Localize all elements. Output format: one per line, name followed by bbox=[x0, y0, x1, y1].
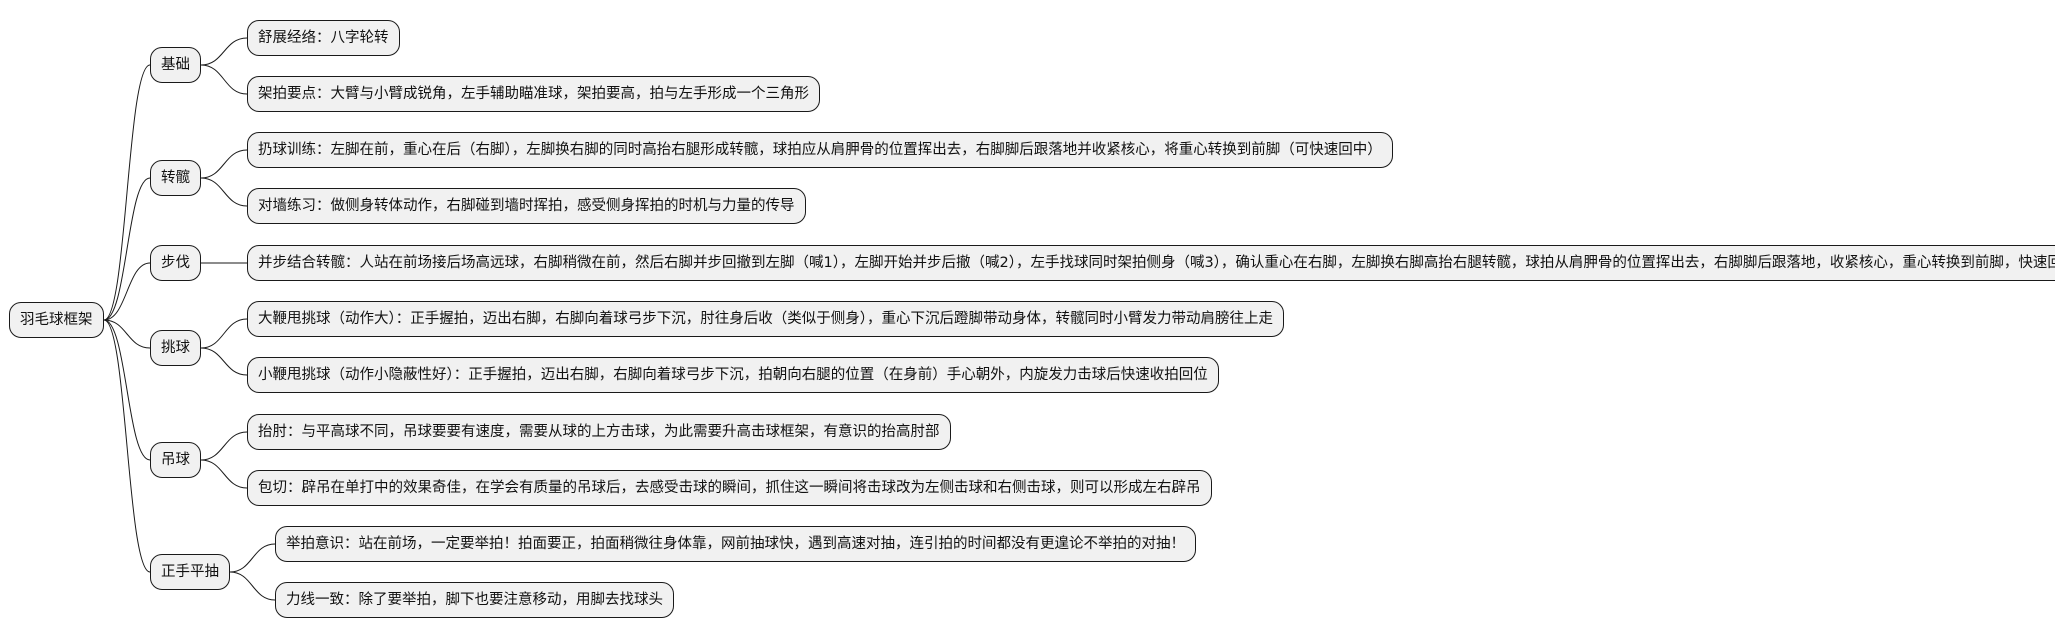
leaf-node: 抬肘：与平高球不同，吊球要要有速度，需要从球的上方击球，为此需要升高击球框架，有… bbox=[247, 414, 951, 450]
root-connector bbox=[103, 64, 151, 321]
branch-node-footwork: 步伐 bbox=[150, 245, 201, 281]
leaf-node: 舒展经络：八字轮转 bbox=[247, 20, 400, 56]
leaf-node: 大鞭甩挑球（动作大）：正手握拍，迈出右脚，右脚向着球弓步下沉，肘往身后收（类似于… bbox=[247, 301, 1284, 337]
branch-node-forehand-drive: 正手平抽 bbox=[150, 554, 230, 590]
leaf-node: 架拍要点：大臂与小臂成锐角，左手辅助瞄准球，架拍要高，拍与左手形成一个三角形 bbox=[247, 76, 820, 112]
branch-node-basics: 基础 bbox=[150, 47, 201, 83]
leaf-node: 小鞭甩挑球（动作小隐蔽性好）：正手握拍，迈出右脚，右脚向着球弓步下沉，拍朝向右腿… bbox=[247, 357, 1219, 393]
branch-connector bbox=[200, 347, 248, 376]
branch-connector bbox=[200, 459, 248, 489]
leaf-node: 并步结合转髋：人站在前场接后场高远球，右脚稍微在前，然后右脚并步回撤到左脚（喊1… bbox=[247, 245, 2055, 281]
branch-connector bbox=[229, 543, 276, 573]
leaf-node: 对墙练习：做侧身转体动作，右脚碰到墙时挥拍，感受侧身挥拍的时机与力量的传导 bbox=[247, 188, 806, 224]
root-node: 羽毛球框架 bbox=[9, 302, 104, 338]
root-connector bbox=[103, 177, 151, 321]
root-connector bbox=[103, 319, 151, 461]
root-connector bbox=[103, 319, 151, 349]
leaf-node: 力线一致：除了要举拍，脚下也要注意移动，用脚去找球头 bbox=[275, 582, 674, 618]
branch-connector bbox=[200, 318, 248, 349]
branch-connector bbox=[200, 64, 248, 95]
branch-connector bbox=[200, 149, 248, 179]
branch-connector bbox=[200, 177, 248, 207]
leaf-node: 扔球训练：左脚在前，重心在后（右脚），左脚换右脚的同时高抬右腿形成转髋，球拍应从… bbox=[247, 132, 1393, 168]
branch-connector bbox=[200, 431, 248, 461]
leaf-node: 包切：辟吊在单打中的效果奇佳，在学会有质量的吊球后，去感受击球的瞬间，抓住这一瞬… bbox=[247, 470, 1212, 506]
branch-connector bbox=[200, 37, 248, 66]
root-connector bbox=[103, 262, 151, 321]
branch-node-lift: 挑球 bbox=[150, 330, 201, 366]
branch-node-hip-turn: 转髋 bbox=[150, 160, 201, 196]
leaf-node: 举拍意识：站在前场，一定要举拍！拍面要正，拍面稍微往身体靠，网前抽球快，遇到高速… bbox=[275, 526, 1196, 562]
root-connector bbox=[103, 319, 151, 573]
branch-node-drop-shot: 吊球 bbox=[150, 442, 201, 478]
branch-connector bbox=[229, 571, 276, 601]
